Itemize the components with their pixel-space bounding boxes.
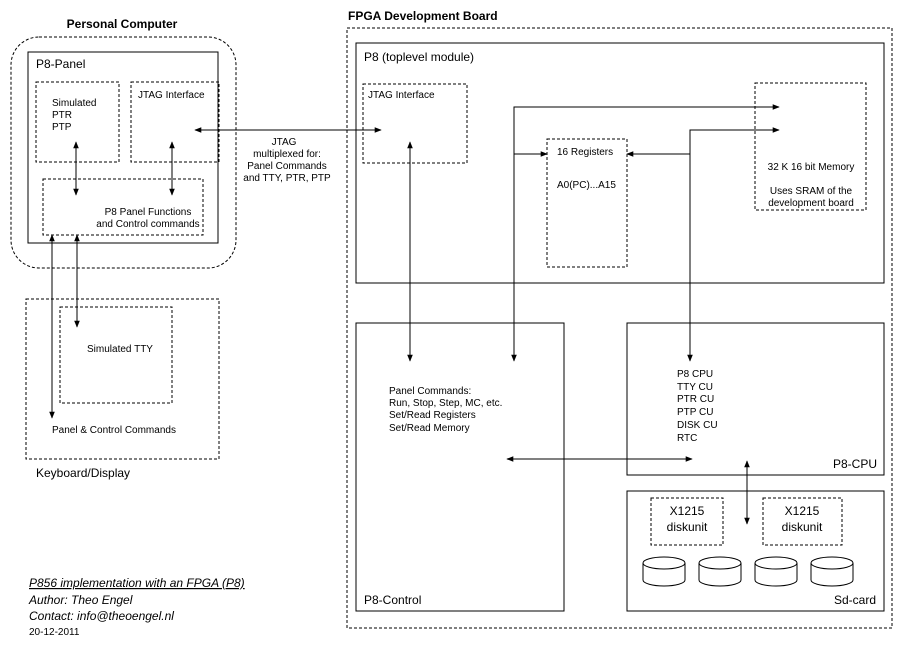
sd-card-label: Sd-card: [834, 593, 876, 607]
mem-line-3: development board: [768, 198, 854, 209]
tty-label: Simulated TTY: [87, 344, 153, 355]
arrow-cpu-to-memory: [687, 127, 780, 362]
p8-panel-box: [27, 51, 219, 244]
pc-jtag-label: JTAG Interface: [138, 90, 205, 101]
funcs-line-1: P8 Panel Functions: [105, 207, 192, 218]
p8-cpu-label: P8-CPU: [833, 457, 877, 471]
cpu-line-1: P8 CPU: [677, 369, 713, 380]
keyboard-display-box: [25, 298, 220, 460]
jtag-link-line-4: and TTY, PTR, PTP: [243, 173, 331, 184]
pc-jtag-interface-box: [130, 81, 220, 163]
footer-contact: Contact: info@theoengel.nl: [29, 609, 174, 623]
disk-cylinder-2: [698, 556, 742, 587]
regs-line-2: A0(PC)...A15: [557, 180, 616, 191]
keyboard-display-caption: Keyboard/Display: [36, 466, 130, 480]
panel-functions-box: [42, 178, 204, 236]
p8-control-label: P8-Control: [364, 593, 421, 607]
cpu-line-2: TTY CU: [677, 382, 713, 393]
sim-line-1: Simulated: [52, 98, 96, 109]
pc-title: Personal Computer: [67, 17, 178, 31]
sd-card-box: [626, 490, 885, 612]
regs-line-1: 16 Registers: [557, 147, 613, 158]
disk-cylinder-4: [810, 556, 854, 587]
mem-line-1: 32 K 16 bit Memory: [768, 162, 855, 173]
footer-title: P856 implementation with an FPGA (P8): [29, 576, 245, 590]
pc-boundary: [10, 36, 237, 269]
fpga-jtag-interface-box: [362, 83, 468, 164]
diskunit-box-1: [650, 497, 724, 546]
cpu-line-3: PTR CU: [677, 394, 714, 405]
p8-cpu-box: [626, 322, 885, 476]
p8-panel-label: P8-Panel: [36, 57, 85, 71]
toplevel-module-label: P8 (toplevel module): [364, 50, 474, 64]
fpga-board-boundary: [346, 27, 893, 629]
jtag-link-line-3: Panel Commands: [247, 161, 326, 172]
cpu-line-6: RTC: [677, 433, 697, 444]
ctrl-line-1: Panel Commands:: [389, 386, 471, 397]
disk1-line-2: diskunit: [667, 520, 708, 534]
cpu-line-5: DISK CU: [677, 420, 718, 431]
disk-cylinder-3: [754, 556, 798, 587]
diskunit-box-2: [762, 497, 843, 546]
ctrl-line-4: Set/Read Memory: [389, 423, 470, 434]
sim-line-3: PTP: [52, 122, 72, 133]
cpu-line-4: PTP CU: [677, 407, 714, 418]
jtag-link-line-2: multiplexed for:: [253, 149, 321, 160]
p8-control-box: [355, 322, 565, 612]
arrow-control-to-memory: [511, 104, 780, 362]
disk-cylinder-1: [642, 556, 686, 587]
footer-date: 20-12-2011: [29, 627, 80, 638]
mem-line-2: Uses SRAM of the: [770, 186, 853, 197]
panel-control-commands-label: Panel & Control Commands: [52, 425, 176, 436]
simulated-tty-box: [59, 306, 173, 404]
jtag-link-line-1: JTAG: [272, 137, 297, 148]
fpga-title: FPGA Development Board: [348, 9, 498, 23]
ctrl-line-2: Run, Stop, Step, MC, etc.: [389, 398, 502, 409]
fpga-jtag-label: JTAG Interface: [368, 90, 435, 101]
disk2-line-1: X1215: [785, 504, 820, 518]
ctrl-line-3: Set/Read Registers: [389, 410, 476, 421]
funcs-line-2: and Control commands: [96, 219, 199, 230]
simulated-ptr-ptp-box: [35, 81, 120, 163]
registers-box: [546, 138, 628, 268]
disk1-line-1: X1215: [670, 504, 705, 518]
sim-line-2: PTR: [52, 110, 72, 121]
disk2-line-2: diskunit: [782, 520, 823, 534]
footer-author: Author: Theo Engel: [28, 593, 133, 607]
